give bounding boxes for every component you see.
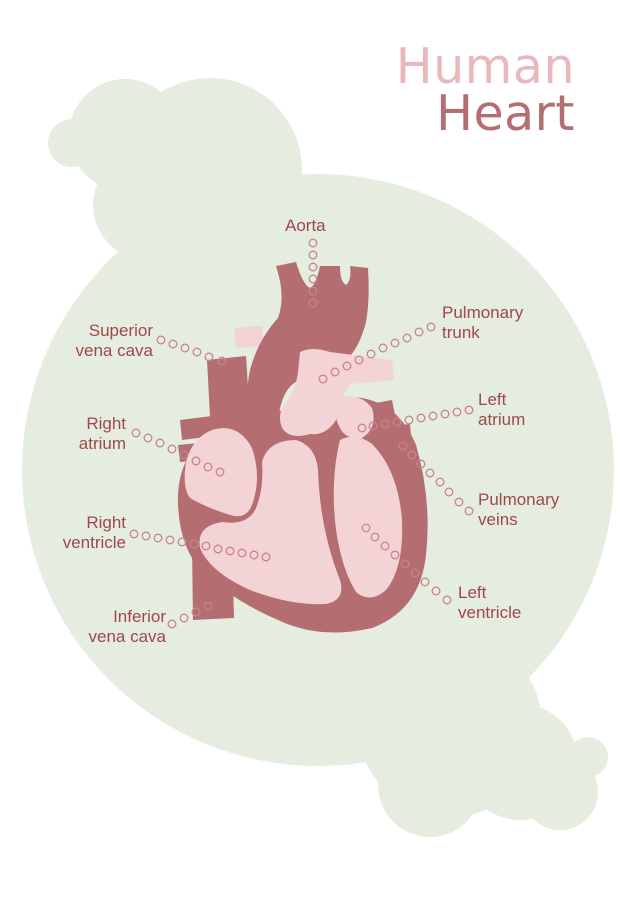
title-line-1: Human [395,38,575,95]
label-aorta: Aorta [285,216,326,236]
right-ventricle-leader [129,529,271,562]
left-atrium-leader [357,405,474,433]
label-superior-vena-cava-line-2: vena cava [75,341,154,360]
label-left-ventricle-line-1: Left [458,583,487,602]
heart-illustration [177,262,428,633]
title-line-2: Heart [436,85,575,142]
label-pulmonary-trunk-line-2: trunk [442,323,480,342]
right-atrium-leader [131,428,225,477]
label-pulmonary-veins-line-2: veins [478,510,518,529]
label-superior-vena-cava-line-1: Superior [88,321,153,340]
right-ventricle-shape [199,440,342,605]
label-inferior-vena-cava: Inferior vena cava [89,607,167,647]
label-pulmonary-veins-line-1: Pulmonary [478,490,560,509]
label-pulmonary-veins: Pulmonary veins [478,490,559,530]
pulmonary-trunk-leader [318,322,436,384]
label-left-ventricle: Left ventricle [458,583,521,623]
aorta-leader [308,238,318,308]
left-atrium-shape [335,396,374,439]
left-ventricle-leader [361,523,452,605]
label-left-atrium-line-1: Left [478,390,507,409]
label-aorta-line-1: Aorta [285,216,326,235]
label-pulmonary-trunk-line-1: Pulmonary [442,303,524,322]
aorta-shape [246,262,369,430]
label-right-ventricle-line-1: Right [86,513,126,532]
inferior-vena-cava-leader [167,601,213,629]
label-right-ventricle: Right ventricle [63,513,126,553]
label-right-ventricle-line-2: ventricle [62,533,126,552]
left-ventricle-shape [333,436,403,598]
label-left-atrium: Left atrium [478,390,525,430]
label-inferior-vena-cava-line-1: Inferior [113,607,166,626]
label-superior-vena-cava: Superior vena cava [76,321,154,361]
label-right-atrium: Right atrium [79,414,126,454]
label-right-atrium-line-2: atrium [78,434,126,453]
superior-vena-cava-leader [156,335,227,366]
pulmonary-veins-leader [398,441,474,516]
label-left-ventricle-line-2: ventricle [458,603,522,622]
leader-dots [129,238,474,629]
right-atrium-shape [184,428,257,517]
label-left-atrium-line-2: atrium [478,410,526,429]
label-pulmonary-trunk: Pulmonary trunk [442,303,523,343]
label-inferior-vena-cava-line-2: vena cava [88,627,167,646]
pulmonary-trunk-shape [280,349,394,436]
label-right-atrium-line-1: Right [86,414,126,433]
pink-stub [234,326,264,348]
